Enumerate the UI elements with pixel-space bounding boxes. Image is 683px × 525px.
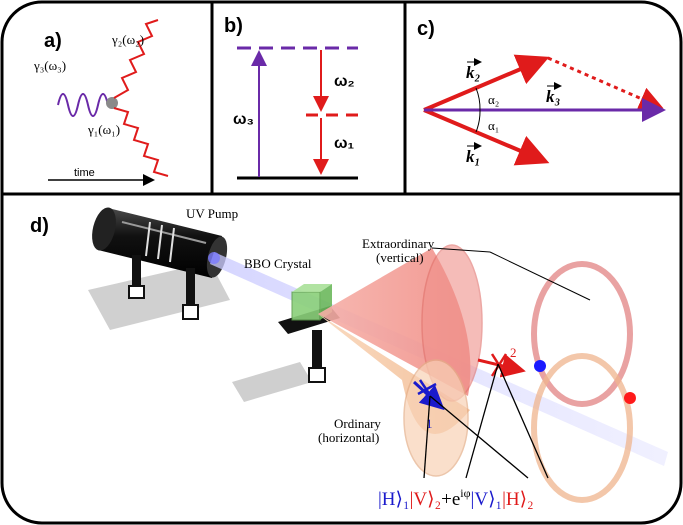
omega2-label: ω₂ bbox=[334, 73, 355, 90]
pointer-2b bbox=[497, 363, 549, 479]
state-H1: |H⟩₁ bbox=[378, 489, 410, 510]
beam-2-label: 2 bbox=[510, 345, 517, 360]
k3-label: k₃ bbox=[546, 87, 561, 106]
guide-line-right bbox=[489, 251, 591, 301]
uv-pump-label: UV Pump bbox=[186, 206, 238, 221]
k2-label: k₂ bbox=[466, 63, 481, 82]
crystal-shadow bbox=[232, 362, 312, 402]
intersection-blue bbox=[534, 360, 546, 372]
gamma1-wave bbox=[113, 107, 169, 177]
alpha2-label: α₂ bbox=[488, 92, 499, 107]
panel-c-label: c) bbox=[417, 18, 435, 40]
pointer-2a bbox=[465, 363, 499, 479]
state-phase-sup: iφ bbox=[460, 486, 470, 500]
k1-label: k₁ bbox=[466, 147, 480, 166]
panel-b-label: b) bbox=[224, 15, 243, 37]
panel-b: b) ω₃ ω₂ ω₁ bbox=[224, 15, 358, 180]
ordinary-cone-rim bbox=[403, 359, 469, 477]
gamma2-wave bbox=[113, 19, 159, 99]
panel-d: d) bbox=[30, 206, 668, 510]
bbo-crystal-label: BBO Crystal bbox=[244, 256, 312, 271]
k1-vector bbox=[423, 108, 550, 166]
gamma3-label: γ₃(ω₃) bbox=[33, 58, 66, 73]
pointer-1a bbox=[423, 395, 431, 479]
extraordinary-ring bbox=[531, 261, 633, 407]
horizontal-label: (horizontal) bbox=[318, 430, 379, 445]
state-H2: |H⟩₂ bbox=[502, 489, 534, 510]
ordinary-ring bbox=[531, 353, 633, 503]
entangled-state-equation: |H⟩₁|V⟩₂+eiφ|V⟩₁|H⟩₂ bbox=[378, 486, 534, 510]
vertex-dot bbox=[106, 97, 118, 109]
panel-a: a) γ₃(ω₃) γ₂(ω₂) γ₁(ω₁) time bbox=[33, 19, 169, 186]
photon-1-marker bbox=[412, 379, 445, 411]
gamma1-label: γ₁(ω₁) bbox=[87, 122, 120, 137]
alpha1-arc bbox=[475, 109, 481, 133]
k2-vector bbox=[423, 54, 550, 112]
guide-line-top bbox=[431, 247, 491, 253]
intersection-red bbox=[624, 392, 636, 404]
ordinary-label: Ordinary bbox=[334, 416, 381, 431]
panel-a-label: a) bbox=[44, 30, 62, 52]
alpha2-arc bbox=[475, 87, 481, 111]
pump-beam-glow bbox=[208, 252, 220, 264]
state-V2: |V⟩₂ bbox=[410, 489, 442, 510]
panel-d-label: d) bbox=[30, 215, 49, 237]
beam-1-label: 1 bbox=[426, 416, 433, 431]
gamma2-label: γ₂(ω₂) bbox=[111, 32, 144, 47]
omega1-label: ω₁ bbox=[334, 135, 355, 152]
uv-pump-laser bbox=[92, 207, 228, 320]
panel-c: c) α₂ α₁ k₂ k₃ k₁ bbox=[417, 18, 666, 166]
time-label: time bbox=[74, 167, 95, 179]
alpha1-label: α₁ bbox=[488, 118, 499, 133]
pointer-1b bbox=[429, 395, 529, 479]
state-phase: +e bbox=[441, 489, 460, 510]
state-V1: |V⟩₁ bbox=[471, 489, 503, 510]
extraordinary-label: Extraordinary bbox=[362, 236, 435, 251]
gamma3-wave bbox=[57, 93, 109, 117]
omega3-label: ω₃ bbox=[233, 111, 254, 128]
vertical-label: (vertical) bbox=[376, 250, 424, 265]
